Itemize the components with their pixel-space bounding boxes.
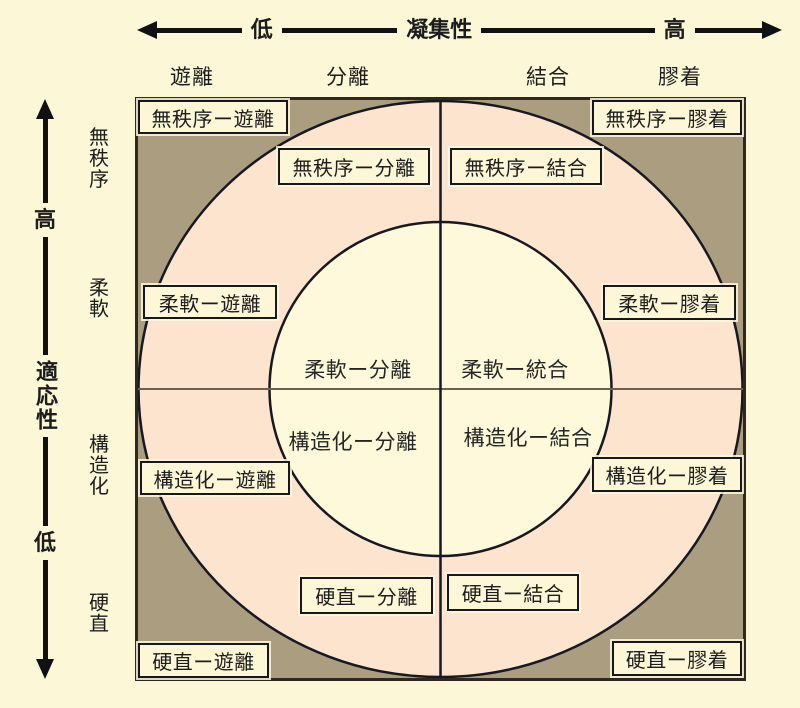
- label-chaotic-enmeshed: 無秩序ー膠着: [592, 100, 742, 135]
- axis-line-segment: [42, 237, 48, 355]
- label-flexible-enmeshed: 柔軟ー膠着: [603, 285, 736, 320]
- axis-line-segment: [281, 27, 398, 33]
- axis-line-segment: [481, 27, 655, 33]
- cohesion-axis: 低 凝集性 高: [137, 17, 782, 43]
- zones-graphic: [138, 100, 743, 678]
- adaptability-axis: 高 適応性 低: [32, 99, 58, 679]
- arrowhead-right-icon: [761, 21, 782, 39]
- row-header-flexible: 柔軟: [85, 277, 108, 319]
- label-structured-separated: 構造化ー分離: [288, 431, 418, 454]
- label-structured-disengaged: 構造化ー遊離: [140, 461, 290, 495]
- adaptability-axis-title: 適応性: [33, 359, 58, 432]
- cohesion-high-label: 高: [663, 17, 686, 42]
- axis-line-segment: [694, 27, 762, 33]
- row-header-rigid: 硬直: [85, 592, 108, 634]
- label-flexible-integrated: 柔軟ー統合: [461, 359, 569, 382]
- row-header-structured: 構造化: [85, 433, 108, 497]
- axis-line-segment: [157, 27, 242, 33]
- adaptability-low-label: 低: [33, 530, 56, 556]
- model-grid: 無秩序ー遊離 無秩序ー分離 無秩序ー結合 無秩序ー膠着 柔軟ー遊離 柔軟ー膠着 …: [135, 97, 746, 681]
- label-flexible-disengaged: 柔軟ー遊離: [143, 285, 277, 319]
- label-chaotic-connected: 無秩序ー結合: [450, 148, 602, 185]
- label-rigid-connected: 硬直ー結合: [447, 574, 579, 611]
- label-rigid-disengaged: 硬直ー遊離: [138, 643, 269, 678]
- label-rigid-separated: 硬直ー分離: [300, 577, 433, 614]
- arrowhead-left-icon: [137, 21, 157, 39]
- axis-line-segment: [42, 560, 48, 659]
- label-flexible-separated: 柔軟ー分離: [304, 359, 412, 382]
- cohesion-low-label: 低: [250, 17, 273, 42]
- label-rigid-enmeshed: 硬直ー膠着: [612, 641, 742, 676]
- column-header-enmeshed: 膠着: [658, 66, 702, 89]
- label-structured-enmeshed: 構造化ー膠着: [592, 457, 742, 492]
- cohesion-axis-title: 凝集性: [406, 17, 473, 42]
- column-header-separated: 分離: [326, 66, 370, 89]
- axis-line-segment: [42, 119, 48, 204]
- label-chaotic-separated: 無秩序ー分離: [278, 148, 430, 185]
- column-header-connected: 結合: [526, 66, 570, 89]
- axis-line-segment: [42, 436, 48, 527]
- arrowhead-down-icon: [36, 659, 54, 679]
- label-chaotic-disengaged: 無秩序ー遊離: [138, 100, 288, 134]
- label-structured-connected: 構造化ー結合: [463, 427, 593, 450]
- adaptability-high-label: 高: [33, 207, 56, 233]
- row-header-chaotic: 無秩序: [85, 126, 108, 190]
- arrowhead-up-icon: [36, 99, 54, 119]
- column-header-disengaged: 遊離: [170, 66, 214, 89]
